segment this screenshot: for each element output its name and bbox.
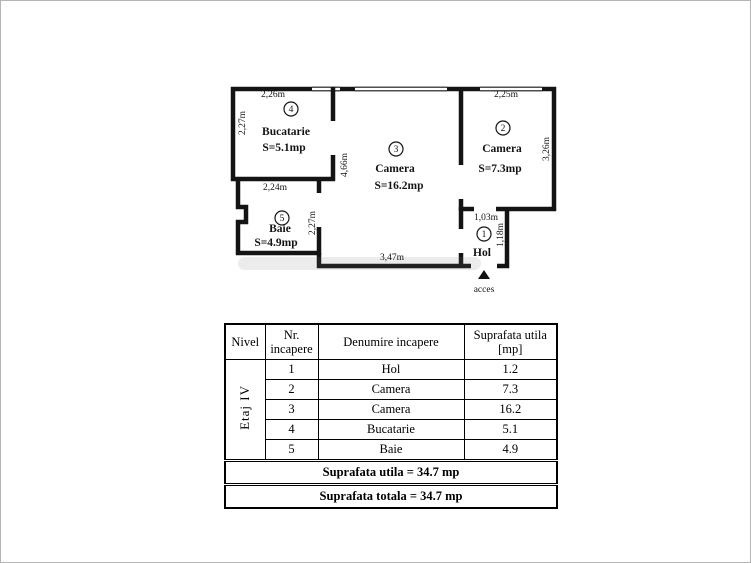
room-number-circle [476, 226, 492, 242]
cell-area: 4.9 [463, 439, 558, 461]
window [312, 86, 340, 92]
table-row: Etaj IV 1 Hol 1.2 [224, 359, 558, 461]
dim-baie-top: 2,24m [263, 183, 288, 193]
cell-area: 16.2 [463, 399, 558, 420]
level-label: Etaj IV [237, 385, 253, 430]
room-number-circle [274, 210, 290, 226]
area-table-container: Nivel Nr. incapere Denumire incapere Sup… [224, 323, 558, 509]
table-row: 4 Bucatarie 5.1 [225, 419, 558, 440]
room-label-baie: Baie [269, 223, 291, 235]
total-totala: Suprafata totala = 34.7 mp [224, 483, 558, 509]
access-label: acces [474, 285, 495, 295]
dim-baie-right: 2,27m [308, 210, 318, 235]
access-arrow-icon [478, 270, 490, 279]
col-header-suprafata: Suprafata utila [mp] [463, 323, 558, 360]
area-table: Nivel Nr. incapere Denumire incapere Sup… [224, 323, 558, 509]
table-header-row: Nivel Nr. incapere Denumire incapere Sup… [224, 323, 558, 360]
room-area-baie: S=4.9mp [254, 237, 297, 249]
cell-name: Hol [317, 359, 465, 380]
level-cell: Etaj IV [224, 359, 266, 461]
dim-bucatarie-top: 2,26m [261, 90, 286, 100]
room-area-bucatarie: S=5.1mp [262, 142, 305, 154]
total-utila-row: Suprafata utila = 34.7 mp [224, 459, 558, 485]
dim-bucatarie-left: 2,27m [238, 110, 248, 135]
room-label-bucatarie: Bucatarie [262, 126, 310, 138]
total-utila: Suprafata utila = 34.7 mp [224, 459, 558, 485]
watermark [238, 257, 481, 270]
dim-hol-top: 1,03m [474, 213, 499, 223]
cell-name: Bucatarie [317, 419, 465, 440]
col-header-nr-incapere: Nr. incapere [264, 323, 319, 360]
walls [230, 86, 557, 269]
cell-nr: 5 [264, 439, 319, 461]
dim-hol-right: 1,18m [496, 222, 506, 247]
room-number-digits: 4 3 2 5 1 [280, 105, 506, 240]
wall [235, 179, 249, 255]
room-label-camera3: Camera [375, 163, 415, 175]
cell-nr: 4 [264, 419, 319, 440]
cell-area: 1.2 [463, 359, 558, 380]
table-row: 5 Baie 4.9 [225, 439, 558, 461]
room-number-circle [388, 141, 404, 157]
room-labels: Bucatarie S=5.1mp Camera S=16.2mp Camera… [254, 126, 522, 259]
cell-area: 7.3 [463, 379, 558, 400]
room-label-hol: Hol [473, 247, 491, 259]
cell-nr: 3 [264, 399, 319, 420]
cell-nr: 1 [264, 359, 319, 380]
cell-nr: 2 [264, 379, 319, 400]
dimensions: 2,26m 2,27m 4,66m 3,47m 2,25m 3,26m 2,24… [238, 90, 552, 263]
room-number-camera3: 3 [394, 145, 399, 155]
col-header-nivel: Nivel [224, 323, 266, 360]
room-number-circle [495, 120, 511, 136]
dim-camera2-right: 3,26m [542, 136, 552, 161]
window [480, 86, 542, 92]
room-number-camera2: 2 [501, 124, 506, 134]
table-row: 3 Camera 16.2 [225, 399, 558, 420]
room-number-bucatarie: 4 [289, 105, 294, 115]
cell-name: Camera [317, 379, 465, 400]
dim-camera2-top: 2,25m [494, 90, 519, 100]
dim-camera-left: 4,66m [340, 152, 350, 177]
window [355, 86, 447, 92]
room-area-camera2: S=7.3mp [478, 163, 521, 175]
room-area-camera3: S=16.2mp [374, 180, 423, 192]
dim-camera-bottom: 3,47m [380, 253, 405, 263]
room-number-hol: 1 [482, 230, 487, 240]
cell-name: Baie [317, 439, 465, 461]
cell-area: 5.1 [463, 419, 558, 440]
col-header-denumire: Denumire incapere [317, 323, 465, 360]
cell-name: Camera [317, 399, 465, 420]
room-number-baie: 5 [280, 214, 285, 224]
room-number-circle [283, 101, 299, 117]
total-totala-row: Suprafata totala = 34.7 mp [224, 483, 558, 509]
room-numbers [274, 101, 511, 242]
table-row: 2 Camera 7.3 [225, 379, 558, 400]
windows [312, 86, 542, 92]
room-label-camera2: Camera [482, 143, 522, 155]
floorplan-drawing: 2,26m 2,27m 4,66m 3,47m 2,25m 3,26m 2,24… [230, 86, 557, 295]
